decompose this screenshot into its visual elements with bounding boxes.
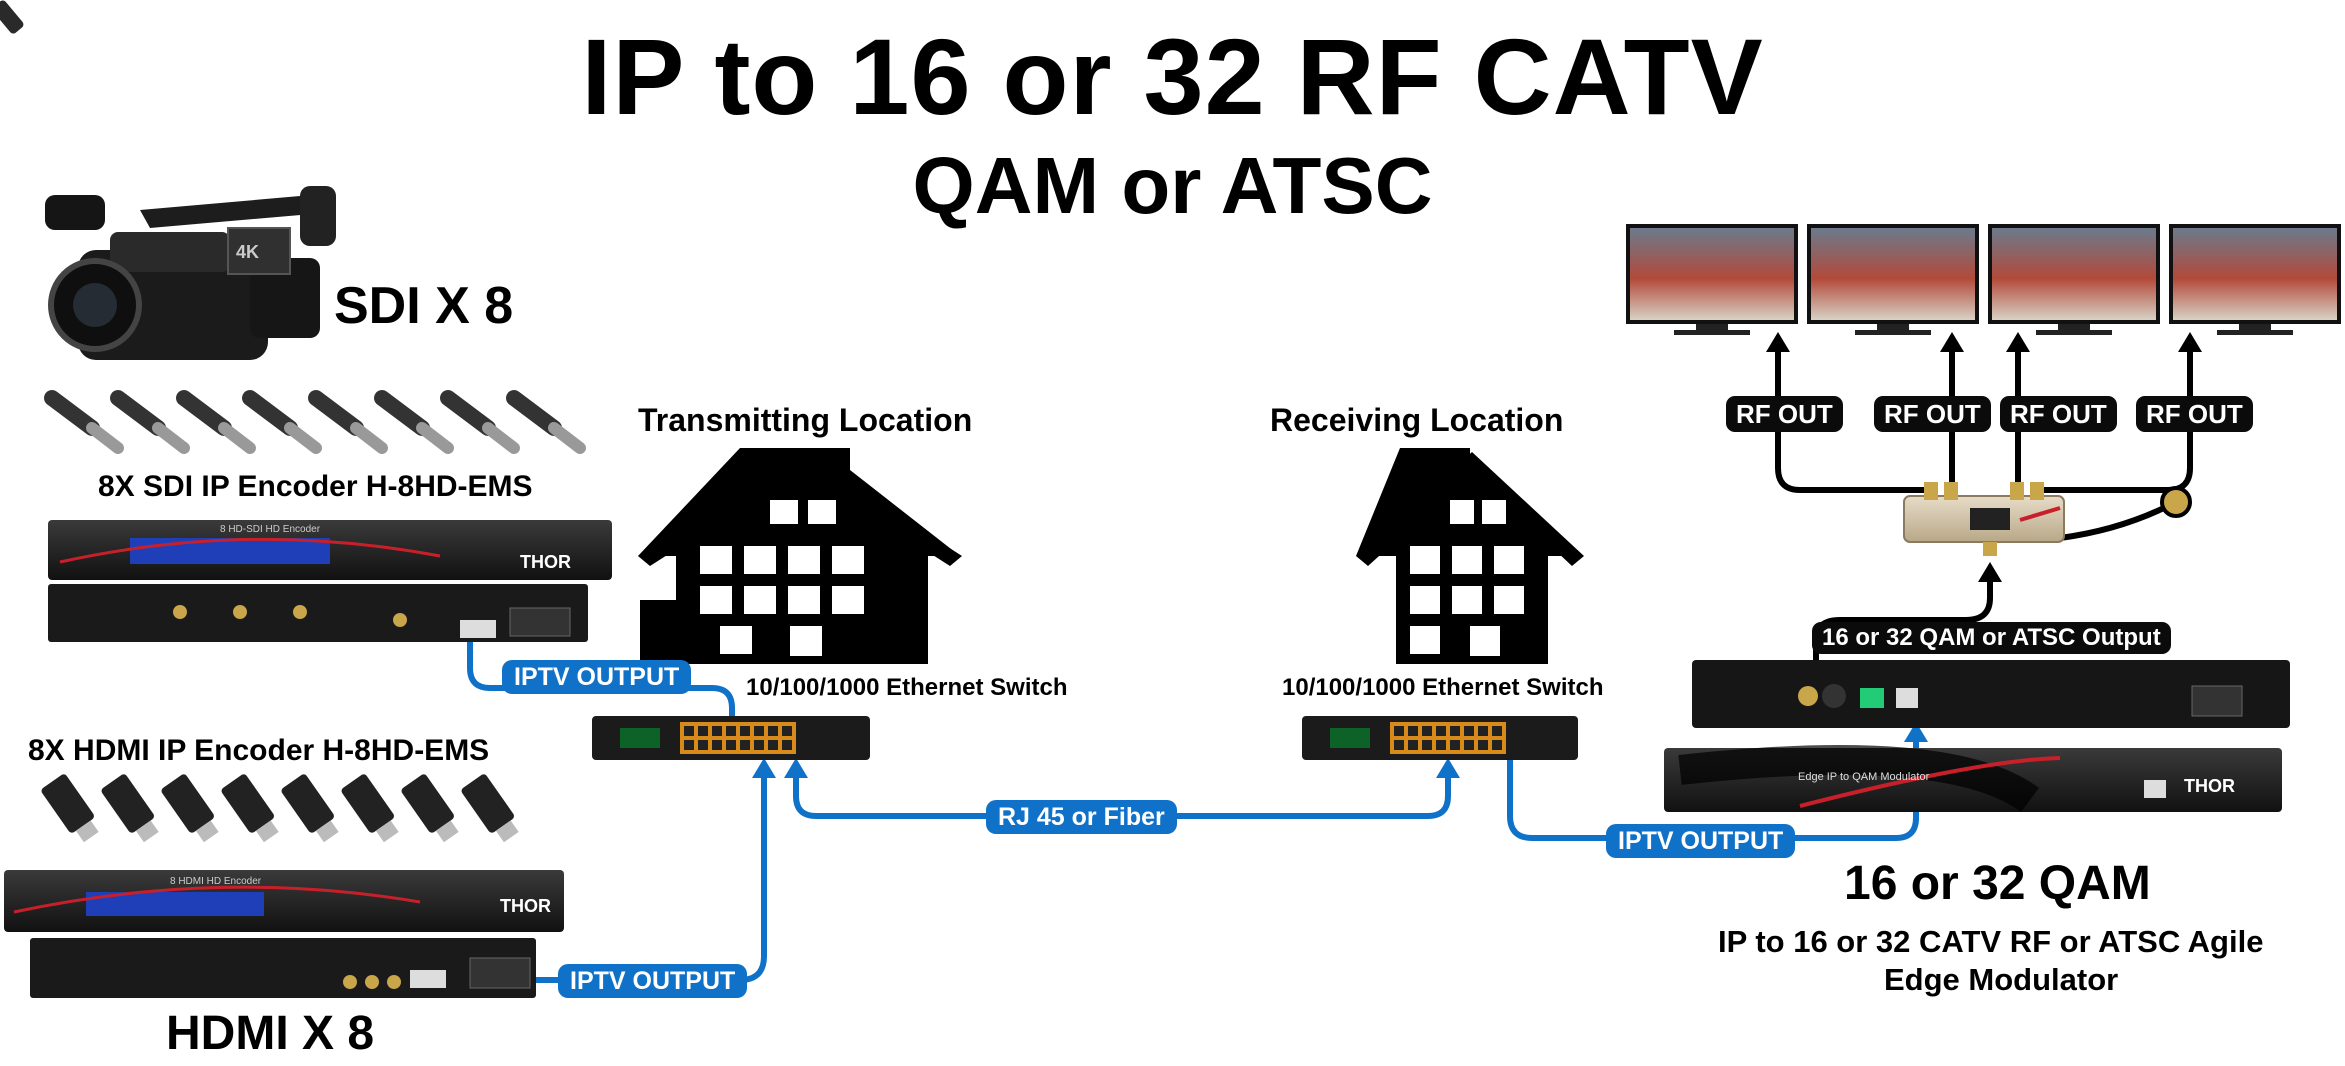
hdmi-plug-row xyxy=(41,774,519,843)
tv-2-icon xyxy=(1807,224,1979,335)
svg-text:8 HDMI HD Encoder: 8 HDMI HD Encoder xyxy=(170,876,262,887)
receiving-building-icon xyxy=(1356,448,1584,664)
sdi-plug-row xyxy=(44,390,586,454)
svg-text:8 HD-SDI HD Encoder: 8 HD-SDI HD Encoder xyxy=(220,524,321,535)
rf-splitter-icon xyxy=(1903,482,2192,556)
svg-text:THOR: THOR xyxy=(520,552,571,572)
link-coax xyxy=(2057,502,2173,541)
arrow-rf-1 xyxy=(1766,332,1790,352)
sdi-plugs-icon xyxy=(0,0,24,34)
rf-out-label-2: RF OUT xyxy=(1874,396,1991,432)
svg-text:THOR: THOR xyxy=(500,896,551,916)
arrow-splitter-input xyxy=(1978,562,2002,582)
modulator-desc-line2: Edge Modulator xyxy=(1884,962,2119,997)
backbone-badge: RJ 45 or Fiber xyxy=(986,800,1177,834)
right-ethernet-switch-icon xyxy=(1302,716,1578,760)
arrow-modulator-input xyxy=(1904,722,1928,742)
rf-out-label-4: RF OUT xyxy=(2136,396,2253,432)
hdmi-encoder-icon: THOR 8 HDMI HD Encoder xyxy=(4,870,564,998)
tv-4-icon xyxy=(2169,224,2341,335)
iptv-output-sdi-badge: IPTV OUTPUT xyxy=(502,660,692,694)
svg-text:THOR: THOR xyxy=(2184,776,2235,796)
left-switch-label: 10/100/1000 Ethernet Switch xyxy=(746,674,1068,701)
right-switch-label: 10/100/1000 Ethernet Switch xyxy=(1282,674,1604,701)
sdi-encoder-icon: THOR 8 HD-SDI HD Encoder xyxy=(48,520,612,642)
sdi-source-label: SDI X 8 xyxy=(334,277,514,335)
arrow-left-switch-hdmi xyxy=(752,758,776,778)
tv-3-icon xyxy=(1988,224,2160,335)
rf-out-label-1: RF OUT xyxy=(1726,396,1843,432)
hdmi-encoder-title: 8X HDMI IP Encoder H-8HD-EMS xyxy=(28,734,490,767)
sdi-encoder-title: 8X SDI IP Encoder H-8HD-EMS xyxy=(98,470,533,503)
arrow-rf-2 xyxy=(1940,332,1964,352)
arrow-left-switch-backbone xyxy=(784,758,808,778)
iptv-output-receive-badge: IPTV OUTPUT xyxy=(1606,824,1796,858)
modulator-desc-line1: IP to 16 or 32 CATV RF or ATSC Agile xyxy=(1718,924,2264,959)
main-title: IP to 16 or 32 RF CATV xyxy=(581,16,1764,137)
left-ethernet-switch-icon xyxy=(592,716,870,760)
svg-text:Edge IP to QAM Modulator: Edge IP to QAM Modulator xyxy=(1798,771,1930,783)
arrow-right-switch-backbone xyxy=(1436,758,1460,778)
modulator-icon: THOR Edge IP to QAM Modulator xyxy=(1664,660,2290,813)
qam-output-label: 16 or 32 QAM or ATSC Output xyxy=(1812,622,2171,654)
transmitting-location-label: Transmitting Location xyxy=(638,402,973,438)
transmitting-building-icon xyxy=(638,448,962,664)
link-rf-1 xyxy=(1775,345,1933,493)
svg-text:4K: 4K xyxy=(236,242,259,262)
arrow-rf-3 xyxy=(2006,332,2030,352)
subtitle: QAM or ATSC xyxy=(912,141,1433,230)
arrow-rf-4 xyxy=(2178,332,2202,352)
rf-out-label-3: RF OUT xyxy=(2000,396,2117,432)
camera-icon: 4K xyxy=(45,186,336,360)
hdmi-source-label: HDMI X 8 xyxy=(166,1007,375,1060)
modulator-title: 16 or 32 QAM xyxy=(1844,857,2151,910)
receiving-location-label: Receiving Location xyxy=(1270,402,1564,438)
iptv-output-hdmi-badge: IPTV OUTPUT xyxy=(558,964,748,998)
tv-1-icon xyxy=(1626,224,1798,335)
